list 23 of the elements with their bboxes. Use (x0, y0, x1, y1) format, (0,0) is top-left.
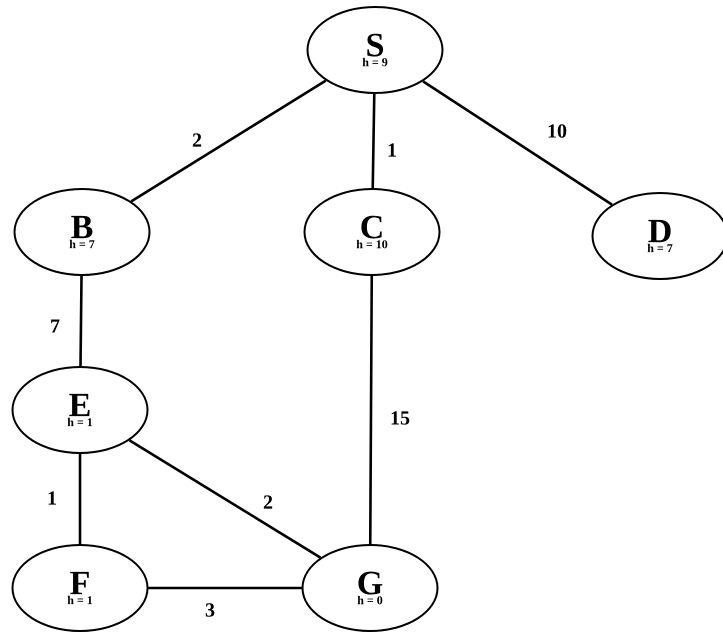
edge-label: 10 (546, 123, 568, 139)
edge-line (148, 586, 302, 590)
edge-line (79, 276, 83, 366)
edge-label: 2 (262, 494, 274, 510)
graph-node: B h = 7 (14, 188, 150, 276)
edge-line (130, 79, 326, 203)
edge-line (371, 94, 376, 188)
edge-line (368, 276, 374, 544)
graph-node: S h = 9 (306, 6, 444, 94)
edge-label: 3 (204, 602, 216, 618)
edge-label: 1 (46, 490, 58, 506)
edge-label: 7 (49, 318, 61, 334)
edge-label: 2 (191, 132, 203, 148)
edge-line (422, 80, 613, 206)
edge-label: 1 (386, 142, 398, 158)
graph-node: F h = 1 (12, 544, 148, 632)
graph-node: E h = 1 (12, 366, 148, 454)
graph-node: C h = 10 (304, 188, 440, 276)
edge-line (78, 454, 82, 544)
edge-label: 15 (389, 410, 411, 426)
edge-line (128, 439, 322, 559)
graph-node: G h = 0 (302, 544, 438, 632)
graph-node: D h = 7 (592, 192, 723, 280)
